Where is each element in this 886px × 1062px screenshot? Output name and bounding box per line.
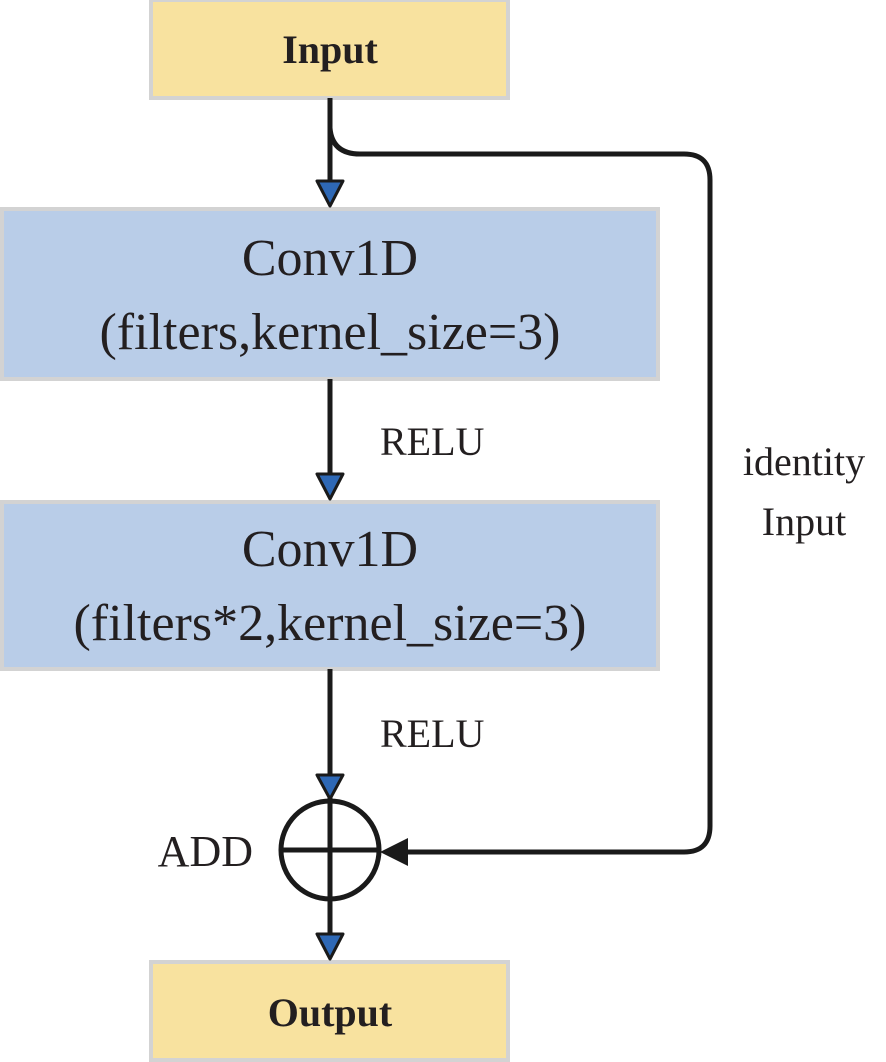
add-node xyxy=(278,798,382,902)
arrowhead-output xyxy=(315,932,345,961)
skip-label-line1: identity xyxy=(743,439,865,484)
conv1-box xyxy=(0,207,660,381)
arrowheads xyxy=(315,179,345,961)
relu-label-1: RELU xyxy=(380,419,485,464)
arrowhead-conv2 xyxy=(315,472,345,501)
conv2-node: Conv1D (filters*2,kernel_size=3) xyxy=(0,500,660,671)
output-label: Output xyxy=(268,990,393,1035)
arrowhead-add xyxy=(315,773,345,801)
arrowhead-skip-to-add xyxy=(380,838,408,866)
input-label: Input xyxy=(282,27,378,72)
output-node: Output xyxy=(149,960,510,1062)
output-box xyxy=(149,960,510,1062)
input-node: Input xyxy=(149,0,510,100)
add-label: ADD xyxy=(158,827,253,876)
conv1-node: Conv1D (filters,kernel_size=3) xyxy=(0,207,660,381)
arrowhead-conv1 xyxy=(315,179,345,208)
skip-label-line2: Input xyxy=(762,499,846,544)
conv2-params: (filters*2,kernel_size=3) xyxy=(73,595,586,652)
skip-connection xyxy=(327,127,713,855)
conv1-params: (filters,kernel_size=3) xyxy=(99,304,560,361)
relu-label-2: RELU xyxy=(380,711,485,756)
conv2-title: Conv1D xyxy=(242,521,418,578)
conv1-title: Conv1D xyxy=(242,230,418,287)
input-box xyxy=(149,0,510,100)
